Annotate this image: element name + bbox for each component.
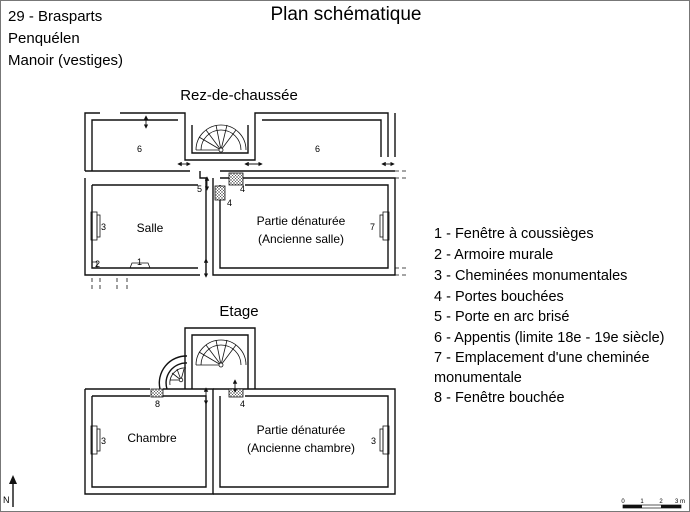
appentis-left-wall — [84, 112, 186, 171]
room-chambre: Chambre — [127, 431, 177, 445]
legend-item-7: 7 - Emplacement d'une cheminée — [434, 350, 650, 366]
blocked-door-ground-b — [214, 185, 226, 201]
legend-item-8: 8 - Fenêtre bouchée — [434, 390, 565, 406]
blocked-door-upper — [228, 388, 244, 398]
upper-floor-plan: Chambre Partie dénaturée (Ancienne chamb… — [84, 327, 396, 495]
armoire-murale — [92, 261, 98, 268]
small-stair-steps — [169, 367, 187, 386]
blocked-door-ground-a — [228, 172, 244, 186]
room-ancienne-salle-line1: Partie dénaturée — [257, 214, 346, 228]
ancienne-chambre-inner-wall — [219, 395, 389, 488]
north-label: N — [3, 495, 10, 505]
marker-cheminee: 3 — [101, 222, 106, 232]
salle-inner-wall — [91, 185, 198, 269]
marker-appentis-left: 6 — [137, 144, 142, 154]
plan-title: Plan schématique — [270, 4, 421, 25]
period-arrows-ground — [143, 115, 395, 278]
room-salle: Salle — [137, 221, 164, 235]
marker-porte-bouchee-b: 4 — [227, 198, 232, 208]
marker-appentis-right: 6 — [315, 144, 320, 154]
header-location-line-2: Penquélen — [8, 30, 80, 47]
marker-emplacement: 7 — [370, 222, 375, 232]
scale-tick-3: 3 m — [675, 499, 685, 505]
room-ancienne-chambre-line2: (Ancienne chambre) — [247, 441, 355, 455]
scale-bar — [622, 504, 682, 509]
marker-fenetre-bouchee: 8 — [155, 399, 160, 409]
legend: 1 - Fenêtre à coussièges 2 - Armoire mur… — [434, 226, 665, 406]
salle-outer-wall — [84, 171, 207, 276]
marker-cheminee-upper-left: 3 — [101, 436, 106, 446]
ancienne-chambre-outer-wall — [213, 388, 396, 495]
legend-item-2: 2 - Armoire murale — [434, 247, 553, 263]
legend-item-5: 5 - Porte en arc brisé — [434, 309, 569, 325]
header-location-line-1: 29 - Brasparts — [8, 8, 102, 25]
stair-tower-upper — [184, 327, 256, 389]
room-ancienne-chambre-line1: Partie dénaturée — [257, 423, 346, 437]
legend-item-1: 1 - Fenêtre à coussièges — [434, 226, 594, 242]
ground-floor-label: Rez-de-chaussée — [180, 87, 298, 104]
chambre-inner-wall — [91, 395, 207, 488]
legend-item-3: 3 - Cheminées monumentales — [434, 268, 627, 284]
marker-porte-bouchee-upper: 4 — [240, 399, 245, 409]
stair-steps-ground — [196, 124, 237, 151]
header-location-line-3: Manoir (vestiges) — [8, 52, 123, 69]
legend-item-4: 4 - Portes bouchées — [434, 289, 564, 305]
scale-tick-2: 2 — [659, 499, 663, 505]
marker-porte-arc: 5 — [197, 184, 202, 194]
legend-item-6: 6 - Appentis (limite 18e - 19e siècle) — [434, 330, 665, 346]
ground-floor-plan: Salle Partie dénaturée (Ancienne salle) … — [84, 112, 408, 292]
blocked-window-upper — [150, 388, 164, 398]
appentis-right-wall — [254, 112, 396, 157]
north-arrow-icon — [9, 475, 17, 507]
ancienne-salle-inner-wall — [219, 184, 389, 269]
marker-armoire: 2 — [95, 259, 100, 269]
marker-porte-bouchee-a: 4 — [240, 184, 245, 194]
legend-item-7-continued: monumentale — [434, 370, 522, 386]
scale-tick-0: 0 — [621, 499, 625, 505]
stair-tower-ground — [184, 118, 256, 161]
marker-cheminee-upper-right: 3 — [371, 436, 376, 446]
small-stair-tower — [158, 355, 188, 390]
period-arrows-upper — [203, 379, 238, 405]
scale-tick-1: 1 — [640, 499, 644, 505]
window-coussieges — [129, 262, 151, 269]
room-ancienne-salle-line2: (Ancienne salle) — [258, 232, 344, 246]
upper-floor-label: Etage — [219, 303, 258, 320]
marker-fenetre: 1 — [137, 257, 142, 267]
